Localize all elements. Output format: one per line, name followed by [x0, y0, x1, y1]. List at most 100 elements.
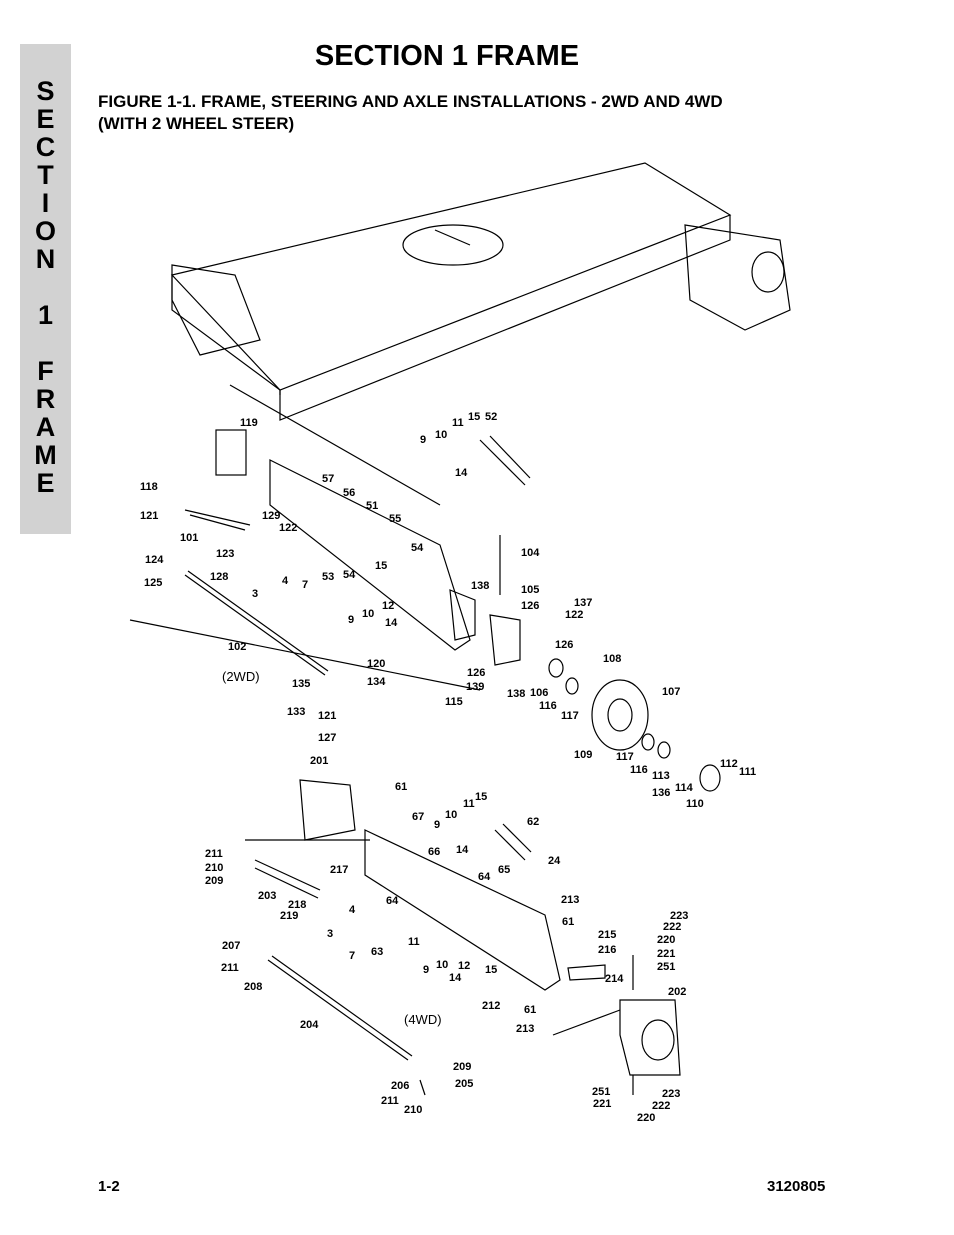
svg-text:129: 129 [262, 510, 280, 522]
svg-text:220: 220 [657, 934, 675, 946]
figure-title: FIGURE 1-1. FRAME, STEERING AND AXLE INS… [98, 91, 723, 135]
svg-text:202: 202 [668, 986, 686, 998]
svg-text:209: 209 [453, 1061, 471, 1073]
hub-109 [591, 679, 649, 751]
svg-text:55: 55 [389, 513, 401, 525]
svg-text:251: 251 [657, 961, 675, 973]
svg-text:115: 115 [445, 696, 463, 708]
svg-text:209: 209 [205, 875, 223, 887]
hub-202 [619, 999, 681, 1076]
svg-text:111: 111 [739, 766, 756, 778]
svg-text:210: 210 [205, 862, 223, 874]
cylinder-62 [494, 829, 526, 861]
cylinder-52 [479, 439, 526, 486]
tie-rod-102 [184, 574, 326, 676]
steer-bracket-119 [215, 429, 247, 476]
svg-text:204: 204 [300, 1019, 319, 1031]
svg-text:9: 9 [434, 819, 440, 831]
svg-text:126: 126 [467, 667, 485, 679]
svg-text:122: 122 [565, 609, 583, 621]
svg-text:7: 7 [302, 579, 308, 591]
svg-text:138: 138 [471, 580, 489, 592]
svg-text:123: 123 [216, 548, 234, 560]
svg-text:136: 136 [652, 787, 670, 799]
figure-title-line2: (WITH 2 WHEEL STEER) [98, 114, 295, 133]
side-tab-letter: E [36, 468, 55, 498]
side-tab-letter: I [41, 188, 50, 218]
svg-text:134: 134 [367, 676, 386, 688]
callout-labels: 119 9 10 11 15 52 14 118 57 56 51 121 12… [140, 411, 756, 1124]
svg-text:57: 57 [322, 473, 334, 485]
cylinder-101 [184, 509, 251, 526]
cap-110 [699, 764, 721, 792]
side-tab-letter: N [35, 244, 56, 274]
svg-text:54: 54 [411, 542, 424, 554]
svg-text:120: 120 [367, 658, 385, 670]
label-4wd: (4WD) [404, 1012, 442, 1027]
svg-text:56: 56 [343, 487, 355, 499]
svg-text:124: 124 [145, 554, 164, 566]
svg-text:10: 10 [362, 608, 374, 620]
svg-text:10: 10 [445, 809, 457, 821]
svg-text:207: 207 [222, 940, 240, 952]
svg-text:206: 206 [391, 1080, 409, 1092]
axle-2wd [269, 459, 471, 651]
svg-text:61: 61 [395, 781, 407, 793]
svg-text:108: 108 [603, 653, 621, 665]
svg-text:126: 126 [555, 639, 573, 651]
svg-text:139: 139 [466, 681, 484, 693]
tie-rod-204 [267, 959, 409, 1061]
svg-text:125: 125 [144, 577, 162, 589]
svg-text:208: 208 [244, 981, 262, 993]
svg-text:54: 54 [343, 569, 356, 581]
svg-text:66: 66 [428, 846, 440, 858]
figure-title-line1: FIGURE 1-1. FRAME, STEERING AND AXLE INS… [98, 92, 723, 111]
svg-text:121: 121 [318, 710, 336, 722]
svg-text:10: 10 [435, 429, 447, 441]
page-number: 1-2 [98, 1178, 120, 1195]
side-tab-letter: C [35, 132, 56, 162]
svg-text:223: 223 [670, 910, 688, 922]
svg-text:14: 14 [449, 972, 462, 984]
side-tab-letter: 1 [37, 300, 54, 330]
axle-4wd [364, 829, 561, 991]
side-tab-letter: F [37, 356, 54, 386]
svg-text:62: 62 [527, 816, 539, 828]
svg-text:105: 105 [521, 584, 539, 596]
svg-text:218: 218 [288, 899, 306, 911]
svg-text:15: 15 [375, 560, 387, 572]
svg-text:101: 101 [180, 532, 198, 544]
svg-text:210: 210 [404, 1104, 422, 1116]
svg-text:113: 113 [652, 770, 670, 782]
svg-text:61: 61 [562, 916, 574, 928]
svg-text:7: 7 [349, 950, 355, 962]
svg-text:52: 52 [485, 411, 497, 423]
svg-text:24: 24 [548, 855, 561, 867]
svg-text:201: 201 [310, 755, 328, 767]
svg-text:138: 138 [507, 688, 525, 700]
svg-text:12: 12 [458, 960, 470, 972]
side-tab-letter: O [34, 216, 56, 246]
svg-text:211: 211 [205, 848, 223, 860]
svg-text:118: 118 [140, 481, 158, 493]
section-side-tab: S E C T I O N 1 F R A M E [20, 44, 71, 534]
svg-text:3: 3 [252, 588, 258, 600]
svg-text:107: 107 [662, 686, 680, 698]
svg-text:11: 11 [452, 417, 464, 429]
svg-text:15: 15 [475, 791, 487, 803]
svg-text:102: 102 [228, 641, 246, 653]
svg-text:65: 65 [498, 864, 510, 876]
frame-rear-box [684, 224, 791, 331]
svg-text:9: 9 [348, 614, 354, 626]
svg-text:114: 114 [675, 782, 694, 794]
svg-text:11: 11 [408, 936, 420, 948]
svg-text:215: 215 [598, 929, 616, 941]
svg-text:135: 135 [292, 678, 310, 690]
spindle-2wd [489, 614, 521, 666]
svg-text:61: 61 [524, 1004, 536, 1016]
svg-text:116: 116 [630, 764, 648, 776]
svg-text:211: 211 [381, 1095, 399, 1107]
svg-text:216: 216 [598, 944, 616, 956]
svg-text:109: 109 [574, 749, 592, 761]
svg-text:64: 64 [478, 871, 491, 883]
